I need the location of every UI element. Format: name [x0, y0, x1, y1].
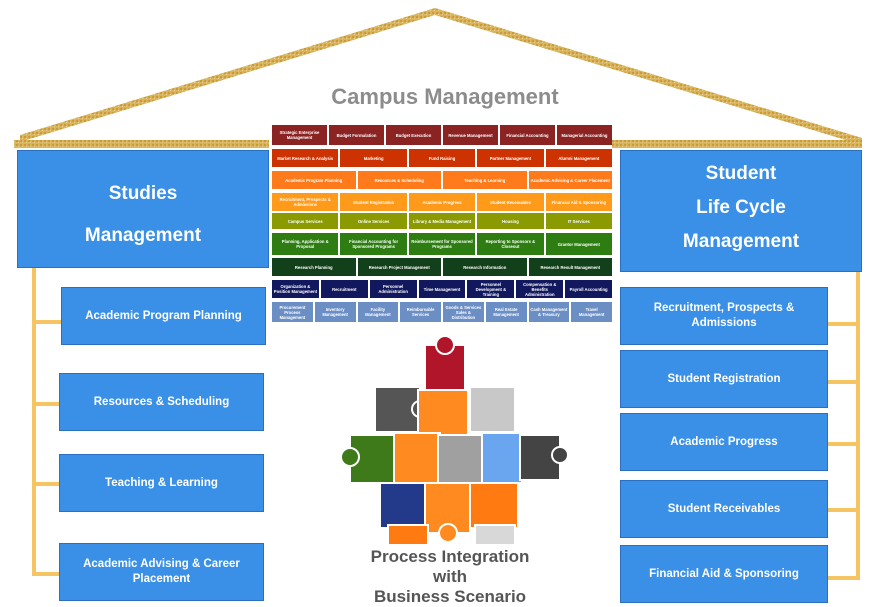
student-heading-line2: Life Cycle [696, 197, 786, 218]
grid-cell[interactable]: Procurement Process Management [272, 302, 313, 322]
studies-management-pillar: Studies Management [17, 150, 269, 268]
grid-cell[interactable]: Student Receivables [477, 193, 544, 211]
page-title: Campus Management [331, 84, 559, 109]
grid-cell[interactable]: Personnel Development & Training [467, 280, 515, 298]
caption-line2: with [433, 567, 467, 586]
academic-progress-box[interactable]: Academic Progress [620, 413, 828, 471]
grid-cell[interactable]: IT Services [545, 213, 613, 229]
teaching-learning-box[interactable]: Teaching & Learning [59, 454, 264, 512]
grid-cell[interactable]: Market Research & Analysis [272, 149, 339, 167]
left-connector-1 [32, 320, 62, 324]
right-connector-3 [828, 442, 860, 446]
caption-line3: Business Scenario [373, 587, 527, 606]
left-connector-vertical [32, 268, 36, 576]
right-connector-1 [828, 322, 860, 326]
grid-cell[interactable]: Online Services [340, 213, 407, 229]
grid-cell[interactable]: Personnel Administration [369, 280, 417, 298]
grid-cell[interactable]: Budget Formulation [329, 125, 384, 145]
grid-cell[interactable]: Planning, Application & Proposal [272, 233, 339, 255]
left-connector-4 [32, 572, 60, 576]
grid-cell[interactable]: Time Management [418, 280, 466, 298]
grid-cell[interactable]: Partner Management [477, 149, 544, 167]
grid-cell[interactable]: Marketing [340, 149, 407, 167]
grid-cell[interactable]: Fund Raising [408, 149, 476, 167]
right-connector-2 [828, 380, 860, 384]
grid-cell[interactable]: Research Planning [272, 258, 356, 276]
grid-cell[interactable]: Campus Services [272, 213, 339, 229]
grid-cell[interactable]: Payroll Accounting [565, 280, 613, 298]
grid-cell[interactable]: Financial Aid & Sponsoring [545, 193, 613, 211]
academic-advising-box[interactable]: Academic Advising & Career Placement [59, 543, 264, 601]
grid-cell[interactable]: Housing [477, 213, 544, 229]
caption-line1: Process Integration [370, 547, 530, 566]
left-connector-2 [32, 402, 60, 406]
grid-cell[interactable]: Compensation & Benefits Administration [516, 280, 564, 298]
grid-cell[interactable]: Research Result Management [528, 258, 612, 276]
grid-cell[interactable]: Financial Accounting [500, 125, 555, 145]
grid-cell[interactable]: Library & Media Management [408, 213, 476, 229]
puzzle-illustration-icon [340, 335, 569, 546]
grid-cell[interactable]: Teaching & Learning [443, 171, 527, 189]
grid-cell[interactable]: Revenue Management [443, 125, 498, 145]
resources-scheduling-box[interactable]: Resources & Scheduling [59, 373, 264, 431]
grid-cell[interactable]: Student Registration [340, 193, 407, 211]
academic-program-planning-box[interactable]: Academic Program Planning [61, 287, 266, 345]
grid-cell[interactable]: Recruitment [320, 280, 368, 298]
financial-aid-box[interactable]: Financial Aid & Sponsoring [620, 545, 828, 603]
studies-heading-line2: Management [84, 225, 202, 246]
student-heading-line1: Student [705, 163, 777, 184]
grid-cell[interactable]: Reporting to Sponsors & Closeout [477, 233, 544, 255]
grid-cell[interactable]: Inventory Management [314, 302, 356, 322]
grid-cell[interactable]: Strategic Enterprise Management [272, 125, 327, 145]
right-connector-5 [828, 576, 860, 580]
roof-outline [14, 8, 862, 148]
grid-cell[interactable]: Organization & Position Management [272, 280, 319, 298]
grid-cell[interactable]: Recruitment, Prospects & Admissions [272, 193, 339, 211]
student-registration-box[interactable]: Student Registration [620, 350, 828, 408]
right-connector-vertical [856, 272, 860, 580]
grid-cell[interactable]: Resources & Scheduling [357, 171, 441, 189]
left-connector-3 [32, 482, 60, 486]
student-life-cycle-pillar: Student Life Cycle Management [620, 150, 862, 272]
grid-cell[interactable]: Real Estate Management [485, 302, 527, 322]
grid-cell[interactable]: Travel Management [571, 302, 612, 322]
grid-cell[interactable]: Budget Execution [386, 125, 441, 145]
grid-cell[interactable]: Managerial Accounting [557, 125, 612, 145]
right-connector-4 [828, 508, 860, 512]
grid-cell[interactable]: Academic Advising & Career Placement [528, 171, 612, 189]
studies-heading-line1: Studies [108, 183, 178, 204]
grid-cell[interactable]: Reimbursable Services [400, 302, 441, 322]
grid-cell[interactable]: Reimbursement for Sponsored Programs [408, 233, 476, 255]
student-receivables-box[interactable]: Student Receivables [620, 480, 828, 538]
grid-cell[interactable]: Financial Accounting for Sponsored Progr… [340, 233, 407, 255]
grid-cell[interactable]: Cash Management & Treasury [528, 302, 570, 322]
student-heading-line3: Management [682, 231, 800, 252]
recruitment-admissions-box[interactable]: Recruitment, Prospects & Admissions [620, 287, 828, 345]
grid-cell[interactable]: Academic Progress [408, 193, 476, 211]
process-integration-caption: Process Integration with Business Scenar… [330, 547, 570, 607]
grid-cell[interactable]: Goods & Services Sales & Distribution [443, 302, 484, 322]
grid-cell[interactable]: Alumni Management [545, 149, 613, 167]
grid-cell[interactable]: Academic Program Planning [272, 171, 356, 189]
grid-cell[interactable]: Research Project Management [357, 258, 441, 276]
grid-cell[interactable]: Grantor Management [545, 233, 613, 255]
grid-cell[interactable]: Research Information [443, 258, 527, 276]
grid-cell[interactable]: Facility Management [357, 302, 399, 322]
